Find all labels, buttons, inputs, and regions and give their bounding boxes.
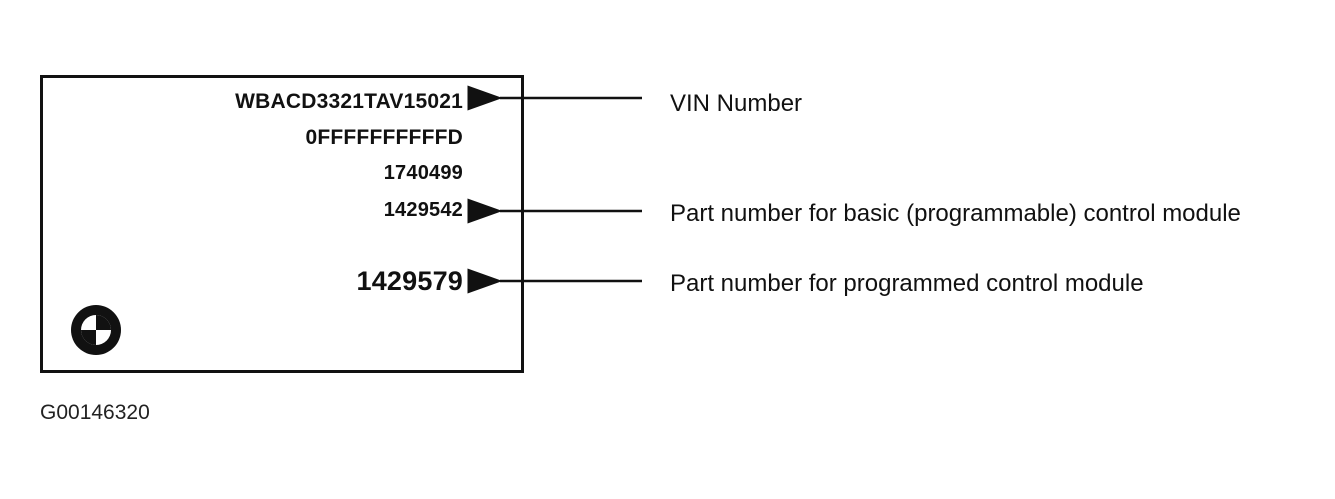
programmed-module-callout: Part number for programmed control modul… bbox=[670, 270, 1144, 297]
label-number-1: 1740499 bbox=[383, 162, 463, 184]
basic-module-part-number: 1429542 bbox=[383, 199, 463, 221]
figure-id: G00146320 bbox=[40, 401, 150, 424]
bmw-roundel-icon bbox=[71, 305, 121, 355]
programmed-module-part-number: 1429579 bbox=[356, 266, 463, 296]
coding-data: 0FFFFFFFFFFD bbox=[305, 126, 463, 149]
vin-code: WBACD3321TAV15021 bbox=[235, 90, 463, 113]
basic-module-callout: Part number for basic (programmable) con… bbox=[670, 200, 1241, 227]
vin-callout: VIN Number bbox=[670, 90, 803, 117]
control-module-label: WBACD3321TAV15021 0FFFFFFFFFFD 1740499 1… bbox=[40, 75, 524, 373]
